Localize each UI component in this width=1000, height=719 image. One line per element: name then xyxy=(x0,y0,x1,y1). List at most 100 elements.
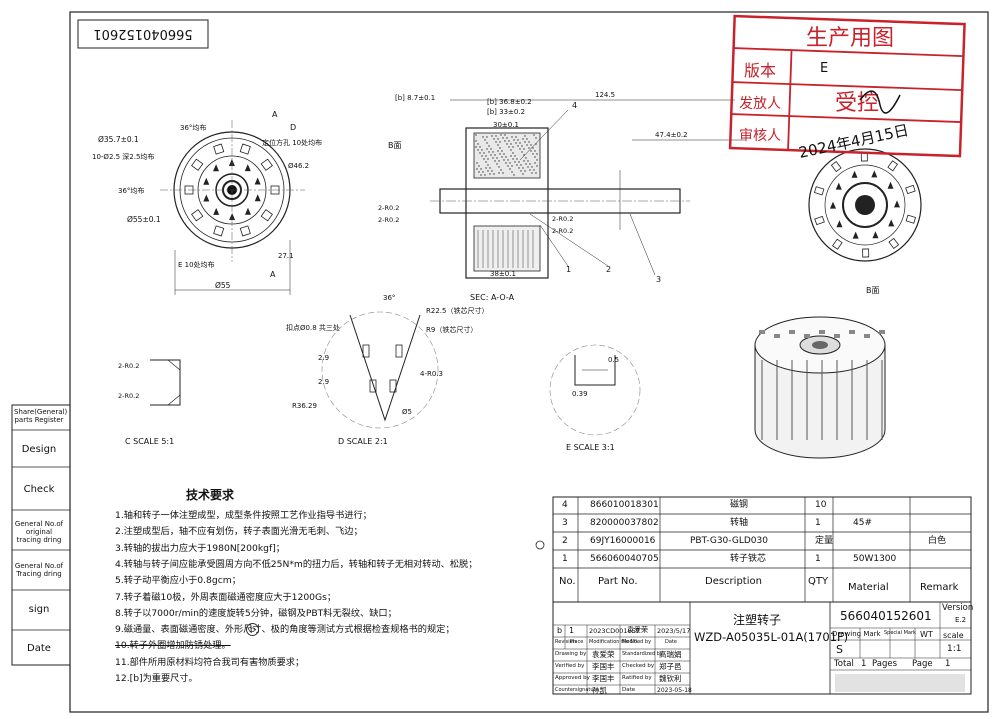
stamp-row2-value: 受控 xyxy=(835,91,879,116)
bom-part: 820000037802 xyxy=(590,518,659,528)
side-date: Date xyxy=(27,643,51,654)
version: E.2 xyxy=(955,616,967,624)
rotor-3d xyxy=(754,316,886,459)
svg-text:D: D xyxy=(290,123,296,132)
side-general-orig: General No.of original tracing dring xyxy=(14,520,64,544)
dim-d6: Ø55±0.1 xyxy=(127,215,161,224)
side-design: Design xyxy=(21,444,57,455)
dim-d31: 36°均布 xyxy=(118,186,144,195)
section-label: SEC: A-O-A xyxy=(470,293,515,302)
c-scale: C SCALE 5:1 xyxy=(125,437,174,446)
b-face-right: B面 xyxy=(866,286,880,295)
bom-grid xyxy=(552,496,972,603)
dim-d2: 10-Ø2.5 深2.5均布 xyxy=(92,152,154,161)
bom-part: 866010018301 xyxy=(590,500,659,510)
b-face-left: B面 xyxy=(388,141,402,150)
balloon-3: 3 xyxy=(656,275,661,284)
stamp-row3-value: 2024年4月15日 xyxy=(797,121,910,162)
ratified-label: Ratified by xyxy=(622,675,652,681)
bom-material: 45# xyxy=(853,518,872,528)
detail-e xyxy=(549,344,641,436)
requirement-item: 8.转子以7000r/min的速度旋转5分钟，磁钢及PBT料无裂纹、缺口； xyxy=(115,607,397,619)
requirement-item: 10.转子外圈增加防锈处理。 xyxy=(115,640,231,652)
drawn-by: 袁爱荣 xyxy=(592,650,615,659)
stamp-row1-value: E xyxy=(820,61,828,76)
bom-part: 566060040705 xyxy=(590,554,659,564)
bom-qty: 1 xyxy=(815,554,821,564)
bom-desc: 磁钢 xyxy=(730,500,749,510)
dim-d32: 2-R0.2 xyxy=(378,204,399,212)
scale-label: scale xyxy=(943,631,964,640)
page: 1 xyxy=(945,659,951,669)
page-label: Page xyxy=(912,659,933,669)
changed-by: 袁爱荣 xyxy=(627,626,648,634)
total: 1 xyxy=(861,659,867,669)
approval-stamp xyxy=(728,14,966,158)
bom-header-remark: Remark xyxy=(920,582,959,593)
dim-d25: Ø5 xyxy=(402,408,412,416)
balloon-4: 4 xyxy=(572,101,577,110)
requirement-item: 5.转子动平衡应小于0.8gcm； xyxy=(115,575,241,587)
standardized-label: Standardized by xyxy=(622,651,663,657)
side-panel xyxy=(11,404,71,666)
dim-d9: 27.1 xyxy=(278,252,294,260)
rev-label-0: Revision xyxy=(555,639,576,645)
dim-d5: Ø46.2 xyxy=(288,162,309,170)
dim-d15: 47.4±0.2 xyxy=(655,131,688,139)
dim-d22: R9（铁芯尺寸） xyxy=(426,325,477,334)
verified: 李国丰 xyxy=(592,662,615,671)
part-name: 注塑转子 xyxy=(733,613,782,627)
blurred-area xyxy=(835,674,965,692)
countersign-label: Countersignature xyxy=(555,687,599,693)
bom-header-material: Material xyxy=(848,582,889,593)
dim-d10: [b] 8.7±0.1 xyxy=(395,94,435,102)
drawing-mark: S xyxy=(836,643,843,656)
total-label: Total xyxy=(834,659,854,669)
requirement-item: 7.转子着磁10极，外周表面磁通密度应大于1200Gs； xyxy=(115,591,337,603)
bom-no: 3 xyxy=(562,518,568,528)
e-scale: E SCALE 3:1 xyxy=(566,443,615,452)
drawing-number-box xyxy=(77,19,209,49)
rev-label-1: Place xyxy=(570,639,584,645)
rev-label-3: Modified by xyxy=(622,639,652,645)
side-general-tracing: General No.of Tracing dring xyxy=(14,562,64,578)
section-view xyxy=(430,99,745,279)
stamp-title: 生产用图 xyxy=(806,26,894,51)
bom-qty: 10 xyxy=(815,500,827,510)
dim-d24: R36.29 xyxy=(292,402,317,410)
marker-circle xyxy=(535,540,545,550)
dim-d20: R22.5（铁芯尺寸） xyxy=(426,306,488,315)
bom-remark: 白色 xyxy=(928,536,947,546)
approved: 李国丰 xyxy=(592,674,615,683)
version-label: Version xyxy=(942,603,974,613)
countersign: 孙凯 xyxy=(592,686,607,695)
stamp-row3-label: 审核人 xyxy=(739,128,781,144)
weight-label: WT xyxy=(920,630,933,639)
balloon-1: 1 xyxy=(566,265,571,274)
dim-d16: 38±0.1 xyxy=(490,270,516,278)
requirement-item: 1.轴和转子一体注塑成型，成型条件按照工艺作业指导书进行； xyxy=(115,510,372,521)
dim-d30: 2-R0.2 xyxy=(118,392,139,400)
bom-desc: PBT-G30-GLD030 xyxy=(690,536,768,546)
title-block-grid xyxy=(552,601,972,695)
bom-material: 50W1300 xyxy=(853,554,897,564)
dim-d28: 0.39 xyxy=(572,390,588,398)
dim-d14: 124.5 xyxy=(595,91,615,99)
bom-qty: 定量 xyxy=(815,536,834,546)
standardized: 高瑞娟 xyxy=(659,650,682,659)
requirement-item: 2.注塑成型后，轴不应有划伤，转子表面光滑无毛刺、飞边； xyxy=(115,526,363,538)
rev-label-4: Date xyxy=(665,639,677,645)
dim-d17: 2-R0.2 xyxy=(552,215,573,223)
drawing-number-top: 566040152601 xyxy=(93,26,192,41)
dim-d27: 2.9 xyxy=(318,378,329,386)
dim-d3: 36°均布 xyxy=(180,123,206,132)
requirements-title: 技术要求 xyxy=(186,488,235,502)
special-label: Special Mark xyxy=(884,630,916,636)
date-value: 2023-05-18 xyxy=(657,687,692,694)
checked-label: Checked by xyxy=(622,663,655,669)
rev-1: 1 xyxy=(569,626,575,635)
front-view xyxy=(160,120,305,295)
mark-label: Drawing Mark xyxy=(832,630,881,638)
